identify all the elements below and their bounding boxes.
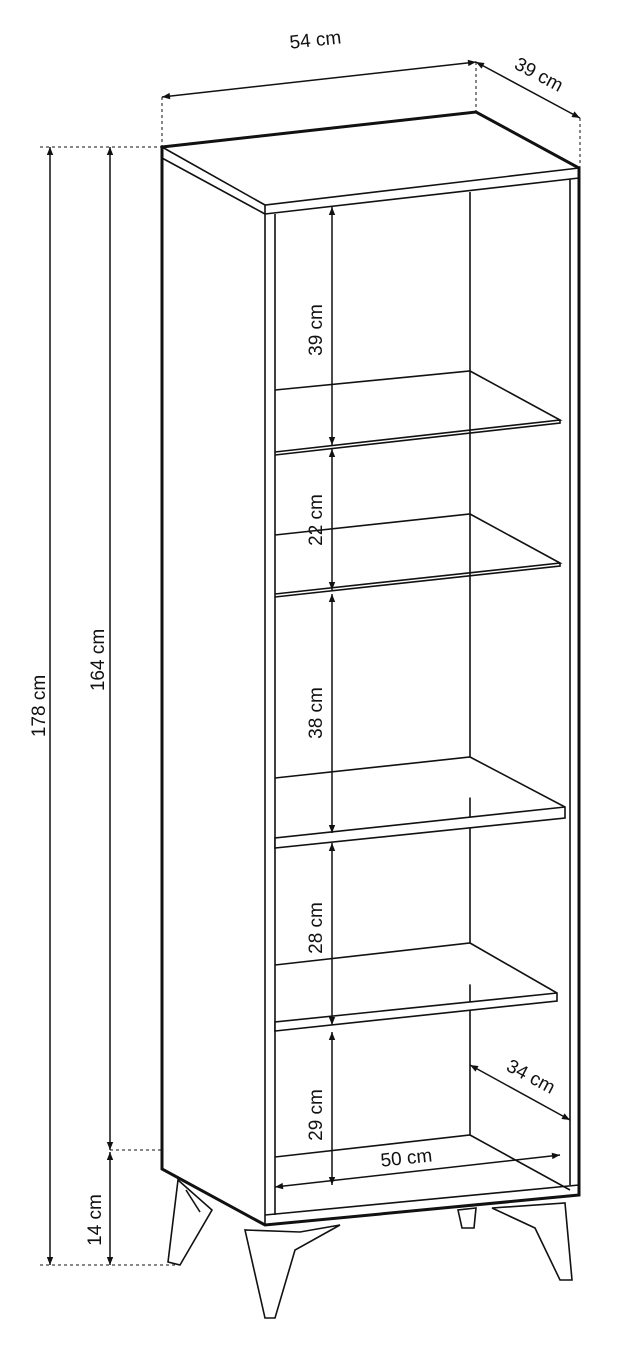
compartment-3-label: 38 cm <box>306 687 327 739</box>
extension-lines <box>40 62 581 1266</box>
compartment-4-label: 28 cm <box>306 902 327 954</box>
glass-shelf-2 <box>274 513 563 598</box>
glass-shelf-1 <box>274 370 563 456</box>
shelf-3 <box>274 756 566 849</box>
legs <box>167 1178 573 1319</box>
shelves <box>274 370 566 1032</box>
total-height-label: 178 cm <box>29 675 50 737</box>
width-label: 54 cm <box>289 27 343 53</box>
leg-height-label: 14 cm <box>85 1194 106 1246</box>
depth-label: 39 cm <box>511 54 567 97</box>
compartment-1-label: 39 cm <box>306 304 327 356</box>
dimension-arrows <box>46 59 581 1265</box>
compartment-5-label: 29 cm <box>306 1089 327 1141</box>
body-height-label: 164 cm <box>88 629 109 691</box>
compartment-2-label: 22 cm <box>306 494 327 546</box>
shelf-4 <box>274 942 558 1032</box>
